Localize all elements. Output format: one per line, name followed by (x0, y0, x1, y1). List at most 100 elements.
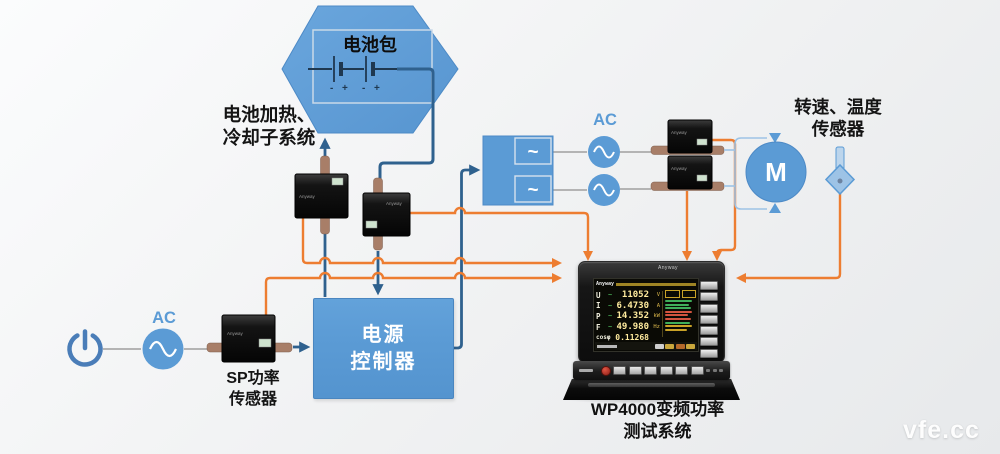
sp-sensor-line1: SP功率 (226, 370, 280, 387)
reading-label: I (596, 301, 601, 311)
status-key (675, 343, 685, 349)
reading-row-u: U ~ 11052 V (596, 290, 660, 301)
indicator-light (706, 369, 710, 372)
sine-icon (149, 340, 177, 358)
inverter-wave-symbol-1: ~ (527, 142, 538, 163)
power-key (600, 365, 611, 376)
power-sensor-b: Anyway (362, 177, 411, 251)
motor-label: M (765, 157, 787, 187)
reading-value: 0.11268 (615, 333, 649, 343)
reading-label: P (596, 311, 601, 321)
reading-unit: kW (653, 313, 660, 320)
aux-line (665, 321, 690, 324)
panel-key (644, 366, 657, 375)
status-text (597, 344, 617, 348)
screen-brand-text: Anyway (596, 281, 615, 287)
reading-value: 11052 (621, 290, 649, 301)
reading-unit: V (656, 292, 660, 299)
aux-line (665, 303, 689, 306)
watermark: vfe.cc (903, 416, 980, 444)
sensor-display (696, 174, 708, 182)
indicator-light (719, 369, 723, 372)
ac-source-top-2 (588, 174, 620, 206)
wp4000-analyzer: Anyway Anyway U ~ 11052 V I ~ 6.4730 A P… (558, 248, 750, 404)
sensor-display (696, 138, 708, 146)
orange-wires (264, 138, 842, 317)
status-key (654, 343, 664, 349)
system-caption-line2: 测试系统 (623, 421, 692, 441)
reading-label: F (596, 322, 601, 332)
battery-minus-1: - (330, 83, 333, 94)
aux-line (665, 300, 692, 302)
wire-speed-temp-to-analyzer (735, 194, 842, 284)
softkey (700, 292, 718, 302)
battery-pack-inner-frame (312, 29, 433, 104)
speed-temp-label: 转速、温度 传感器 (776, 97, 900, 140)
aux-line (665, 328, 687, 331)
device-brand-text: Anyway (658, 265, 678, 271)
screen-header-message (616, 282, 696, 286)
battery-plus-2: + (374, 83, 380, 94)
ac-top-label: AC (593, 111, 617, 129)
wire-battery-to-sensor (378, 67, 435, 183)
gray-links (103, 151, 651, 350)
aux-chip (681, 290, 696, 298)
reading-row-p: P ~ 14.352 kW (596, 311, 660, 322)
softkey (700, 303, 718, 313)
battery-subsystem-line2: 冷却子系统 (222, 127, 316, 148)
motor: M (745, 141, 807, 203)
reading-row-cos: cosφ 0.11268 (596, 332, 660, 343)
wire-sensor-b-to-analyzer (410, 206, 594, 262)
panel-key (690, 366, 704, 375)
ac-source-main (142, 328, 184, 370)
reading-label: cosφ (596, 334, 611, 342)
softkey-column (700, 281, 718, 360)
power-sensor-a: Anyway (294, 155, 349, 235)
battery-plus-1: + (342, 83, 348, 94)
aux-line (665, 307, 691, 310)
reading-tilde: ~ (608, 301, 613, 310)
motor-top-terminal-arrow (769, 133, 781, 143)
reading-value: 49.980 (616, 322, 649, 333)
sensor-brand-text: Anyway (299, 194, 316, 199)
sensor-brand-text: Anyway (671, 130, 688, 135)
panel-key (628, 366, 642, 375)
reading-tilde: ~ (608, 291, 613, 300)
power-controller-block: 电源 控制器 (313, 298, 454, 399)
softkey (700, 314, 718, 324)
status-key (665, 343, 674, 349)
speed-temp-line2: 传感器 (811, 118, 865, 139)
screen-readings: U ~ 11052 V I ~ 6.4730 A P ~ 14.352 kW F… (596, 290, 660, 343)
power-controller-line1: 电源 (361, 323, 406, 346)
device-front-panel (573, 361, 730, 380)
status-key (686, 343, 695, 349)
aux-line (665, 317, 691, 320)
power-icon (67, 329, 103, 367)
reading-value: 6.4730 (616, 300, 649, 311)
battery-pack-title: 电池包 (343, 35, 397, 55)
battery-polarity-marks: - + - + (330, 83, 380, 94)
power-controller-line2: 控制器 (350, 350, 417, 373)
ac-main-label: AC (152, 309, 176, 327)
motor-bottom-terminal-arrow (769, 203, 781, 213)
sp-power-sensor: Anyway (206, 314, 293, 363)
speed-temp-probe (824, 146, 856, 196)
sp-sensor-line2: 传感器 (228, 390, 277, 408)
reading-value: 14.352 (616, 311, 649, 322)
battery-pack-hexagon (281, 5, 459, 134)
screen-header: Anyway (596, 280, 696, 288)
system-caption: WP4000变频功率 测试系统 (555, 399, 760, 442)
battery-cells-icon (308, 56, 397, 82)
sine-icon (593, 145, 615, 159)
wire-sensor-c-to-analyzer (711, 138, 737, 262)
system-caption-line1: WP4000变频功率 (590, 400, 725, 419)
softkey (700, 348, 718, 358)
inverter-block: ~ ~ (482, 135, 554, 206)
reading-row-i: I ~ 6.4730 A (596, 301, 660, 312)
softkey (700, 326, 718, 336)
sensor-display (258, 338, 272, 348)
panel-key (613, 366, 626, 375)
aux-line (665, 310, 692, 313)
